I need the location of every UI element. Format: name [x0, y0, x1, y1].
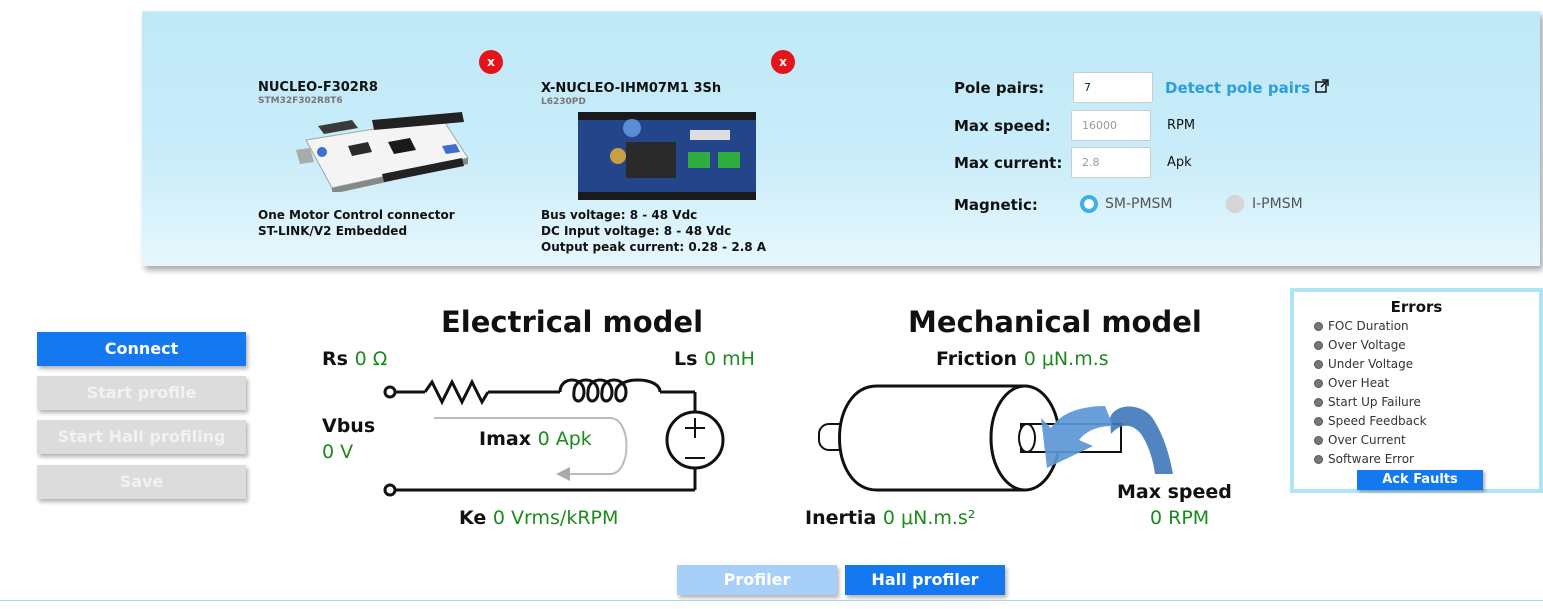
error-foc-duration: FOC Duration [1314, 317, 1427, 336]
max-current-input[interactable]: 2.8 [1071, 147, 1151, 178]
connect-button[interactable]: Connect [37, 332, 246, 366]
max-speed-result-label: Max speed [1117, 481, 1232, 503]
ls-value: 0 mH [704, 348, 755, 370]
power-board-feature: Bus voltage: 8 - 48 Vdc [541, 208, 698, 222]
imax-value: 0 Apk [537, 428, 592, 450]
errors-panel: Errors FOC Duration Over Voltage Under V… [1290, 288, 1543, 493]
save-button[interactable]: Save [37, 465, 246, 499]
status-led-icon [1314, 436, 1323, 445]
sm-pmsm-label: SM-PMSM [1105, 196, 1173, 212]
errors-title: Errors [1390, 298, 1443, 316]
status-led-icon [1314, 322, 1323, 331]
electrical-circuit-diagram [383, 378, 725, 497]
error-label: Under Voltage [1328, 357, 1414, 371]
control-board-features: One Motor Control connector ST-LINK/V2 E… [258, 207, 455, 239]
ke-parameter: Ke 0 Vrms/kRPM [459, 507, 618, 529]
error-list: FOC Duration Over Voltage Under Voltage … [1314, 317, 1427, 469]
rs-label: Rs [322, 348, 348, 370]
motor-cylinder-diagram [818, 384, 1173, 492]
detect-pole-pairs-link[interactable]: Detect pole pairs [1165, 79, 1330, 97]
tab-profiler[interactable]: Profiler [677, 565, 837, 595]
x-nucleo-board-image [578, 112, 756, 200]
power-board-feature: Output peak current: 0.28 - 2.8 A [541, 240, 767, 254]
max-speed-label: Max speed: [954, 117, 1051, 135]
remove-power-board-button[interactable]: x [771, 50, 795, 74]
power-board-features: Bus voltage: 8 - 48 Vdc DC Input voltage… [541, 207, 766, 255]
error-label: Over Voltage [1328, 338, 1406, 352]
error-label: FOC Duration [1328, 319, 1409, 333]
tab-hall-profiler[interactable]: Hall profiler [845, 565, 1005, 595]
status-led-icon [1314, 379, 1323, 388]
control-board-feature: ST-LINK/V2 Embedded [258, 224, 408, 238]
friction-parameter: Friction 0 μN.m.s [936, 348, 1109, 370]
start-profile-button[interactable]: Start profile [37, 376, 246, 410]
detect-pole-pairs-label: Detect pole pairs [1165, 79, 1311, 97]
error-label: Start Up Failure [1328, 395, 1421, 409]
status-led-icon [1314, 398, 1323, 407]
mechanical-model-title: Mechanical model [908, 305, 1202, 339]
max-current-label: Max current: [954, 154, 1063, 172]
max-current-unit: Apk [1167, 155, 1192, 170]
control-board-feature: One Motor Control connector [258, 208, 455, 222]
bottom-divider [0, 600, 1543, 601]
status-led-icon [1314, 417, 1323, 426]
status-led-icon [1314, 341, 1323, 350]
external-link-icon [1315, 79, 1330, 93]
magnetic-label: Magnetic: [954, 196, 1038, 214]
max-speed-input[interactable]: 16000 [1071, 110, 1151, 141]
rs-value: 0 Ω [354, 348, 388, 370]
i-pmsm-label: I-PMSM [1252, 196, 1303, 212]
status-led-icon [1314, 455, 1323, 464]
power-board-driver: L6230PD [541, 97, 586, 107]
pole-pairs-input[interactable]: 7 [1073, 72, 1153, 103]
ls-parameter: Ls 0 mH [674, 348, 755, 370]
error-label: Over Heat [1328, 376, 1390, 390]
error-label: Over Current [1328, 433, 1406, 447]
vbus-label: Vbus [322, 415, 376, 437]
ke-label: Ke [459, 507, 487, 529]
imax-parameter: Imax 0 Apk [479, 428, 592, 450]
electrical-model-title: Electrical model [441, 305, 704, 339]
error-speed-feedback: Speed Feedback [1314, 412, 1427, 431]
power-board-name: X-NUCLEO-IHM07M1 3Sh [541, 81, 722, 96]
friction-label: Friction [936, 348, 1018, 370]
error-over-current: Over Current [1314, 431, 1427, 450]
error-over-voltage: Over Voltage [1314, 336, 1427, 355]
power-board-feature: DC Input voltage: 8 - 48 Vdc [541, 224, 732, 238]
nucleo-board-image [296, 112, 469, 192]
friction-value: 0 μN.m.s [1023, 348, 1109, 370]
max-speed-unit: RPM [1167, 118, 1196, 133]
inertia-label: Inertia [805, 507, 877, 529]
ke-value: 0 Vrms/kRPM [492, 507, 619, 529]
start-hall-profiling-button[interactable]: Start Hall profiling [37, 420, 246, 454]
status-led-icon [1314, 360, 1323, 369]
error-under-voltage: Under Voltage [1314, 355, 1427, 374]
ack-faults-button[interactable]: Ack Faults [1357, 470, 1483, 490]
sm-pmsm-radio[interactable] [1080, 195, 1098, 213]
i-pmsm-radio[interactable] [1226, 195, 1244, 213]
error-label: Software Error [1328, 452, 1414, 466]
inertia-value: 0 μN.m.s² [882, 507, 976, 529]
control-board-mcu: STM32F302R8T6 [258, 96, 343, 106]
inertia-parameter: Inertia 0 μN.m.s² [805, 507, 975, 529]
error-label: Speed Feedback [1328, 414, 1427, 428]
vbus-value: 0 V [322, 441, 354, 463]
imax-label: Imax [479, 428, 531, 450]
rs-parameter: Rs 0 Ω [322, 348, 387, 370]
pole-pairs-label: Pole pairs: [954, 79, 1045, 97]
max-speed-result-value: 0 RPM [1150, 507, 1210, 529]
remove-control-board-button[interactable]: x [479, 50, 503, 74]
error-software-error: Software Error [1314, 450, 1427, 469]
control-board-name: NUCLEO-F302R8 [258, 80, 378, 95]
error-start-up-failure: Start Up Failure [1314, 393, 1427, 412]
ls-label: Ls [674, 348, 698, 370]
error-over-heat: Over Heat [1314, 374, 1427, 393]
